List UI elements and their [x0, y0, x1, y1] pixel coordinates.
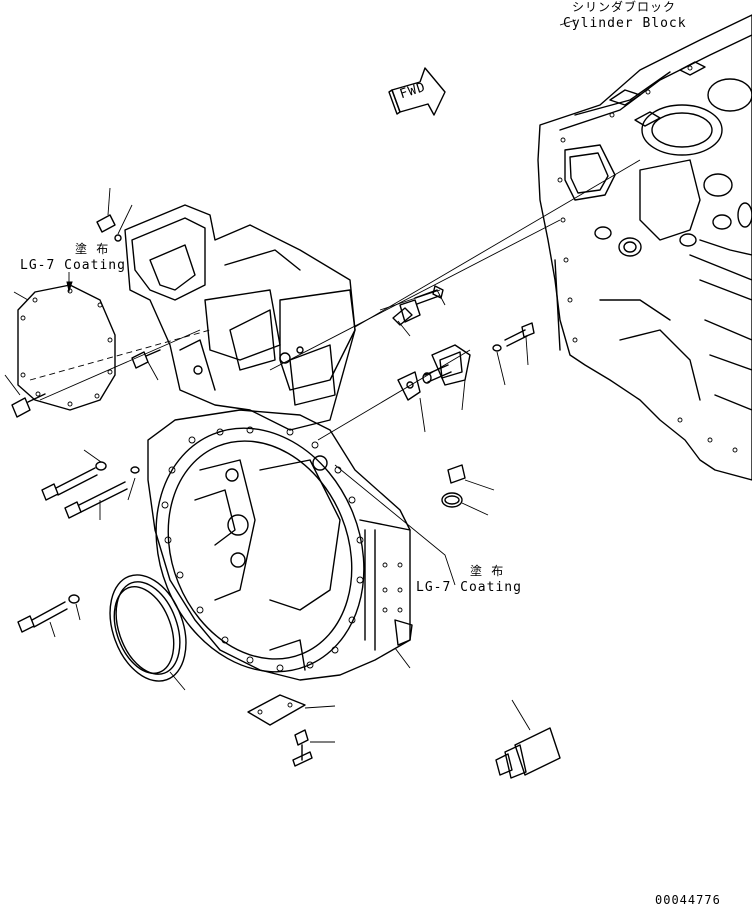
sensor-probe: [495, 727, 561, 779]
callout-leaders: [4, 19, 577, 743]
cylinder-block-label-en: Cylinder Block: [563, 16, 687, 31]
drawing-number: 00044776: [655, 893, 721, 907]
oil-seal: [109, 574, 187, 682]
cylinder-block-label-jp: シリンダブロック: [572, 0, 677, 14]
coating-mid-label-en: LG-7 Coating: [416, 580, 522, 595]
bracket-plate: [247, 694, 313, 767]
coating-top-label-jp: 塗 布: [75, 242, 110, 256]
cylinder-block: [537, 14, 752, 481]
flywheel-housing: [147, 409, 413, 681]
fwd-arrow: [388, 67, 446, 116]
sensor-parts: [392, 285, 535, 508]
bolts-left: [11, 214, 161, 633]
gear-case-housing: [124, 204, 356, 471]
coating-mid-label-jp: 塗 布: [470, 564, 505, 578]
coating-top-label-en: LG-7 Coating: [20, 258, 126, 273]
assembly-leaders: [29, 159, 641, 441]
cover-plate: [17, 272, 116, 411]
